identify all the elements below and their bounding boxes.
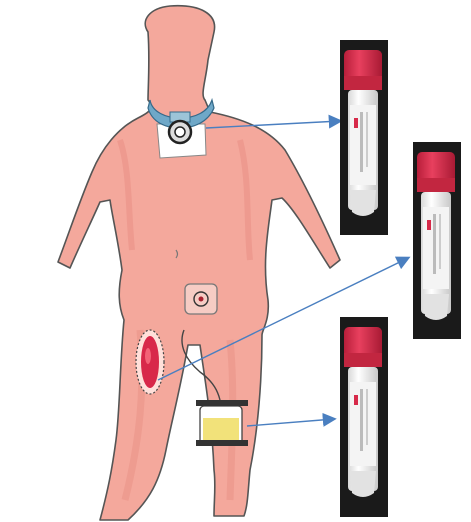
swab-tube-3 [340,317,388,517]
swab-tube-2 [413,142,461,339]
wound-site [136,330,164,394]
swab-tube-1 [340,40,388,235]
stoma-site [185,284,217,314]
arrow-urine-to-tube [247,419,334,426]
